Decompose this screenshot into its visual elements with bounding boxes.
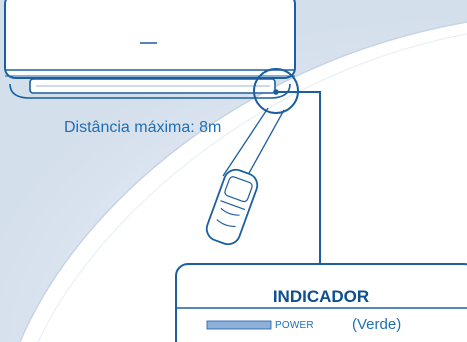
max-distance-label: Distância máxima: 8m bbox=[64, 119, 222, 136]
air-conditioner-unit bbox=[4, 0, 296, 99]
callout-line bbox=[276, 91, 321, 264]
power-indicator-light bbox=[206, 320, 272, 330]
power-color-label: (Verde) bbox=[352, 316, 402, 333]
remote-control-icon bbox=[205, 168, 259, 246]
power-label: POWER bbox=[275, 320, 314, 331]
signal-line-left bbox=[222, 107, 269, 177]
indicator-title: INDICADOR bbox=[272, 287, 370, 306]
signal-range-edge bbox=[19, 21, 467, 342]
indicator-box bbox=[175, 263, 467, 342]
signal-line-right bbox=[242, 109, 285, 185]
